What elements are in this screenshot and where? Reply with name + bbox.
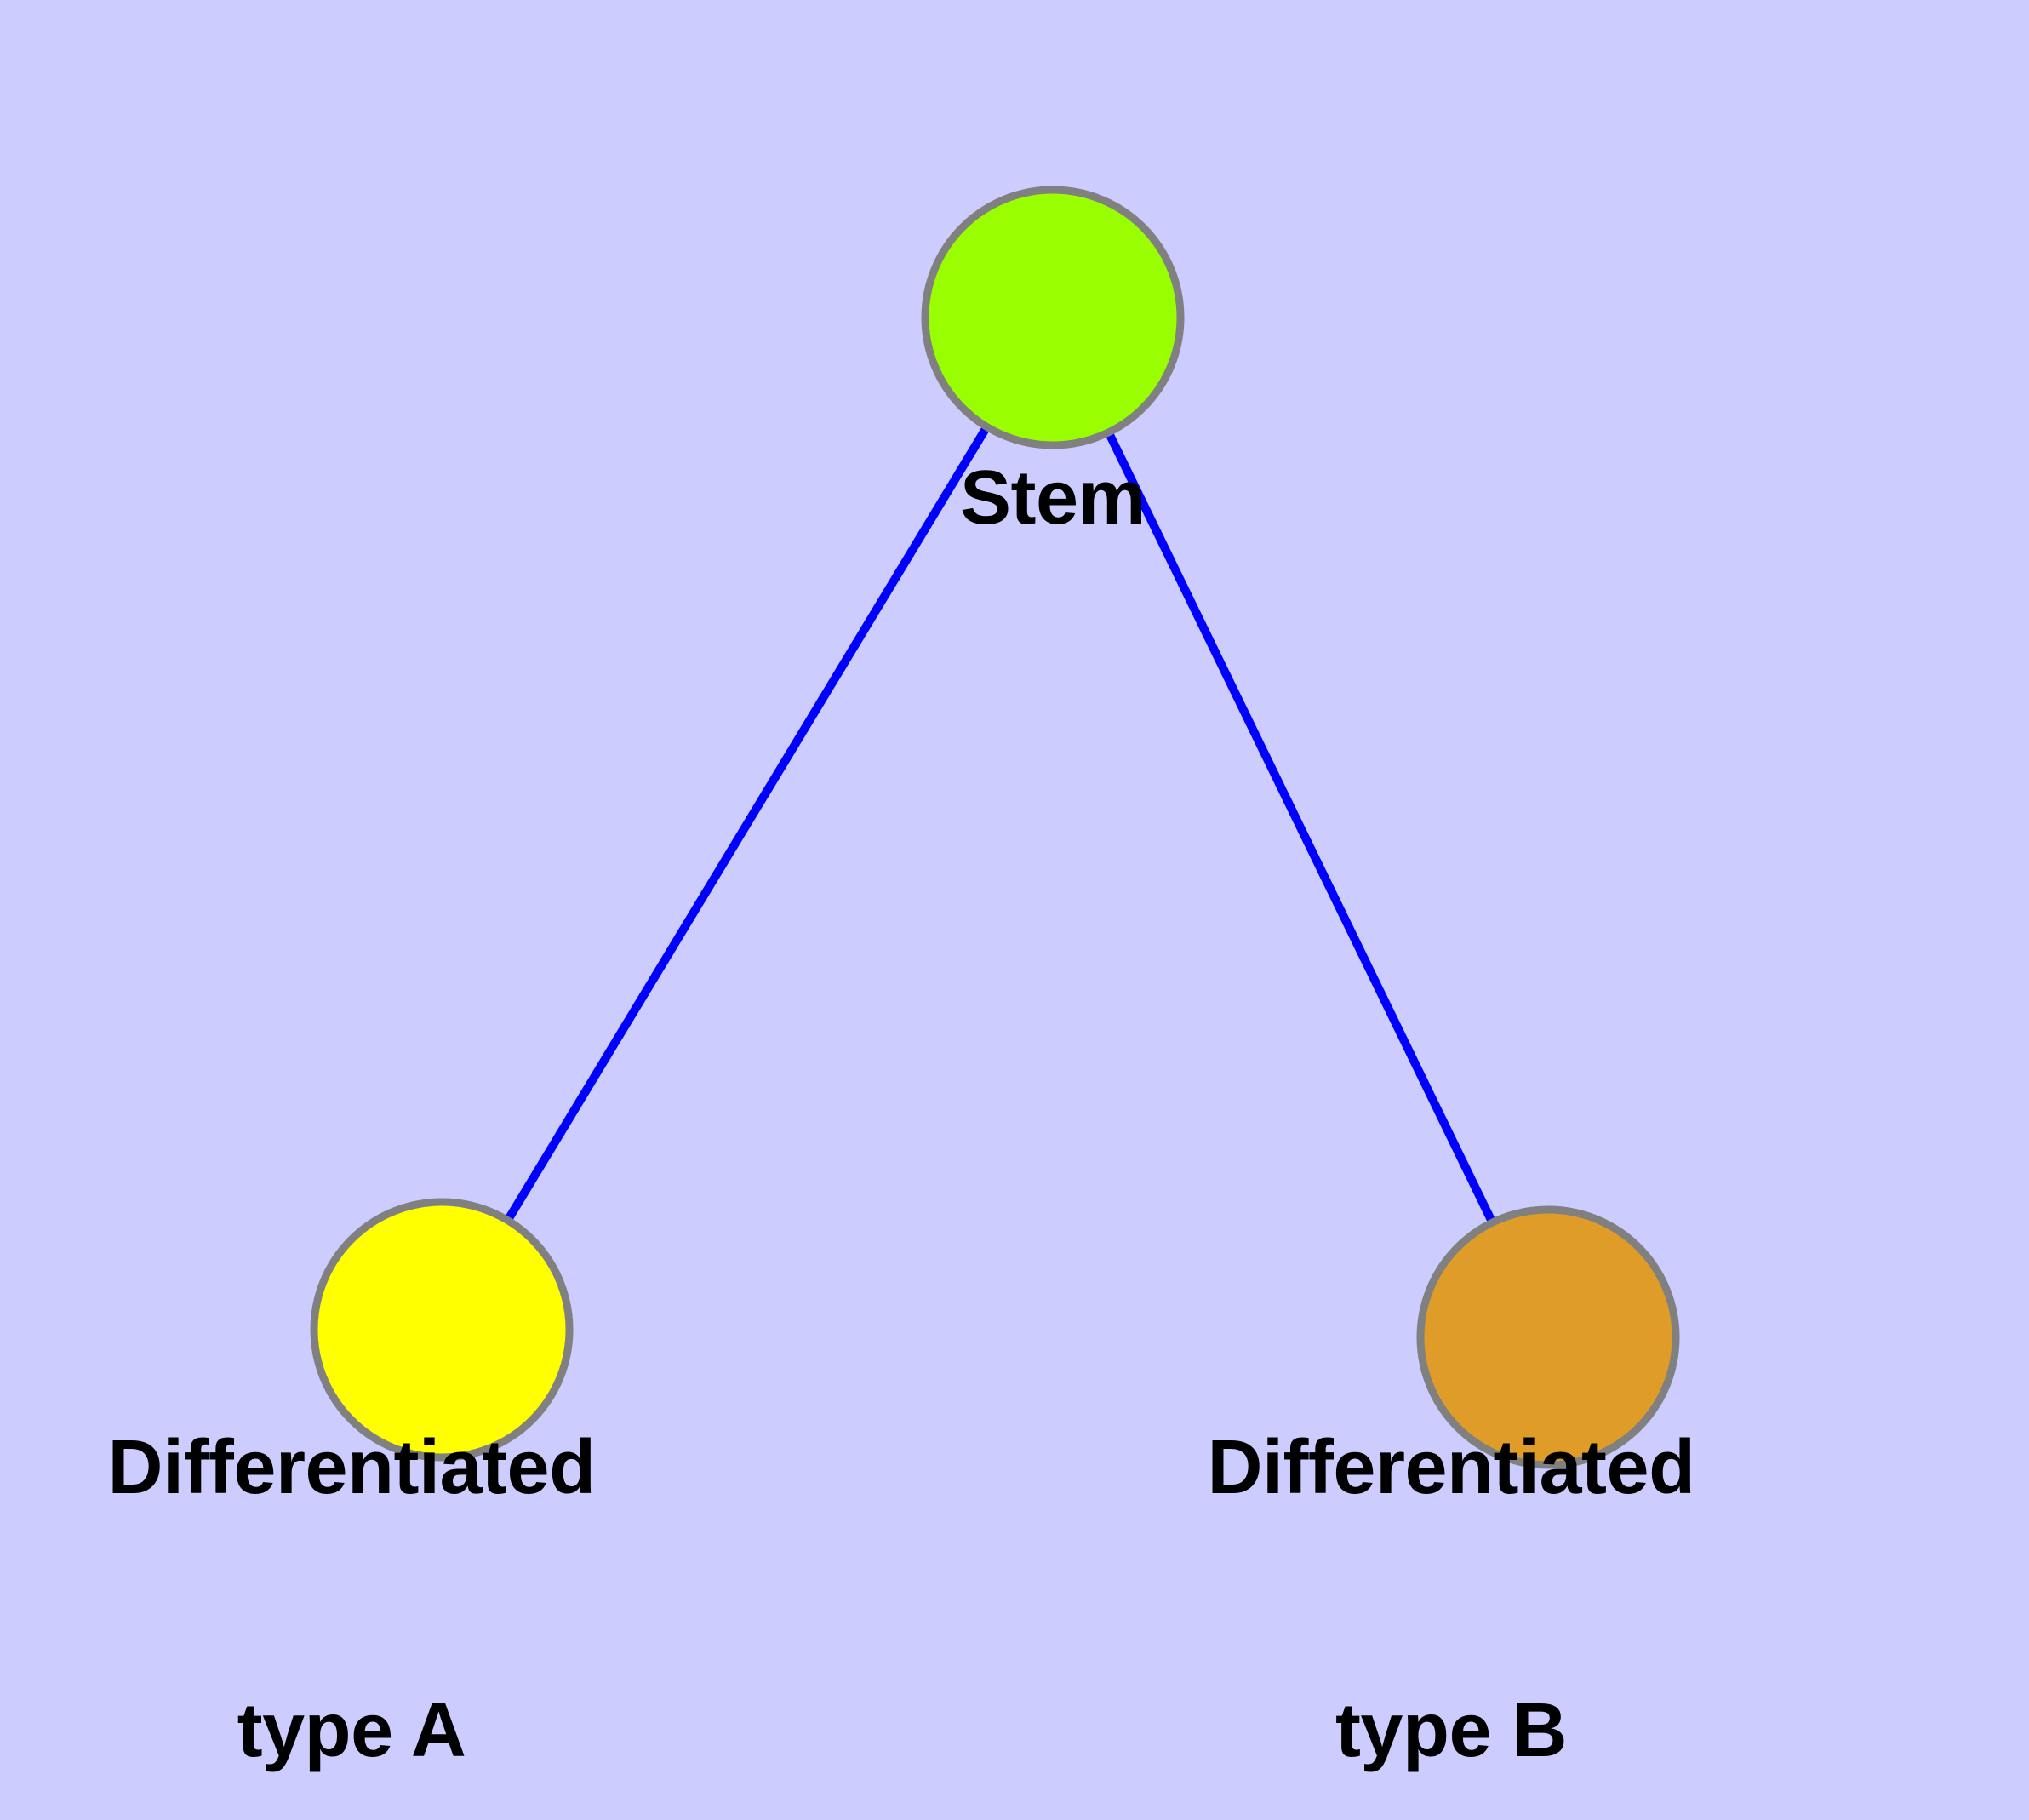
edge-stem-to-type-a[interactable] (437, 315, 1057, 1332)
node-differentiated-type-b[interactable] (1416, 1205, 1680, 1469)
node-differentiated-type-a[interactable] (310, 1198, 574, 1462)
edge-stem-to-type-b[interactable] (1049, 315, 1552, 1340)
node-layer (310, 186, 1680, 1469)
edge-layer (437, 315, 1552, 1340)
node-stem[interactable] (921, 186, 1185, 449)
